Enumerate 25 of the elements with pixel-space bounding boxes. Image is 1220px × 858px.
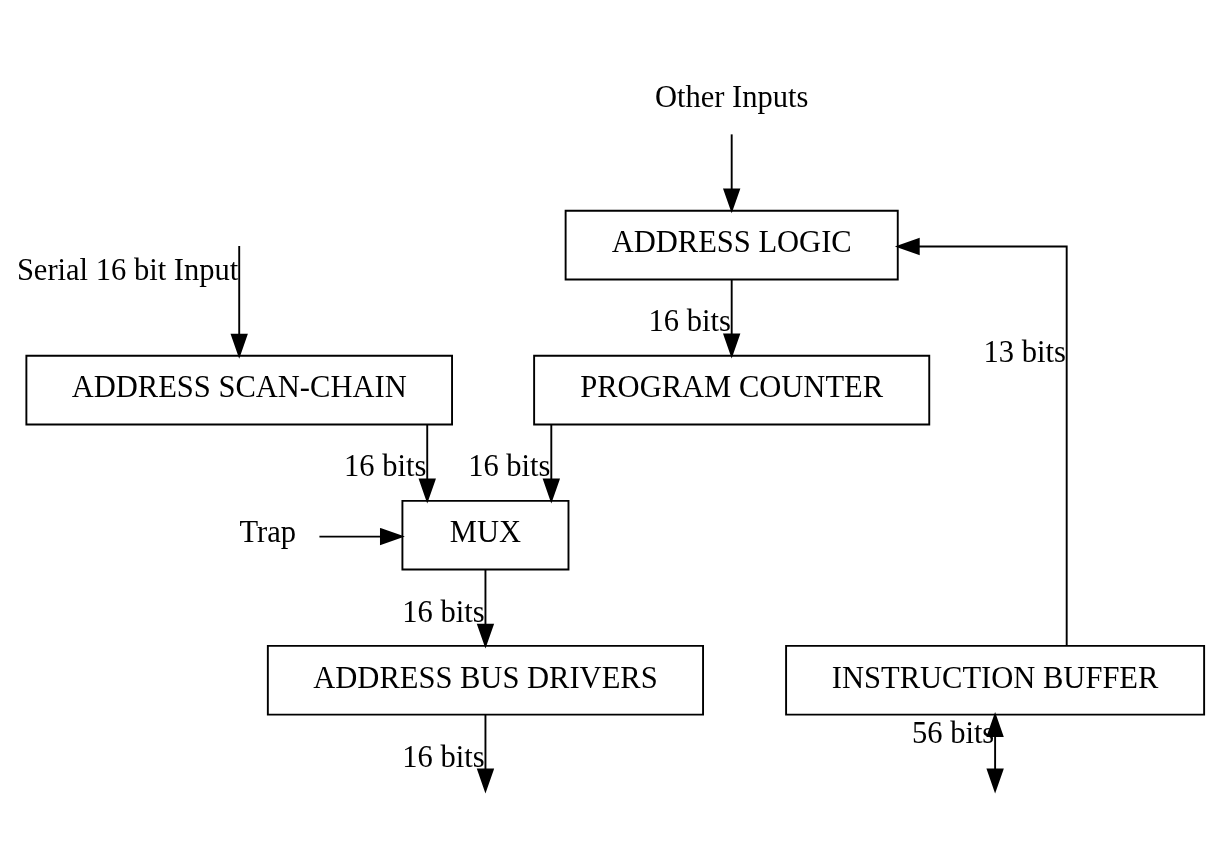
node-box: ADDRESS BUS DRIVERS — [266, 644, 704, 716]
arrow — [894, 237, 1068, 647]
arrow — [542, 423, 560, 504]
arrow — [723, 133, 741, 214]
node-box: INSTRUCTION BUFFER — [785, 644, 1206, 716]
arrow — [318, 527, 405, 546]
node-text: Other Inputs — [654, 80, 809, 115]
node-box: PROGRAM COUNTER — [533, 354, 931, 426]
arrow — [230, 245, 248, 359]
node-box: ADDRESS SCAN-CHAIN — [25, 354, 453, 426]
edge-label: 16 bits — [402, 739, 485, 774]
arrow — [418, 423, 436, 504]
arrow — [723, 278, 741, 359]
node-box: MUX — [401, 499, 570, 571]
arrow — [476, 568, 495, 649]
node-text: Trap — [239, 515, 297, 550]
edge-label: Serial 16 bit Input — [16, 253, 239, 288]
edge-label: 16 bits — [468, 449, 551, 484]
edge-label: 16 bits — [648, 304, 731, 339]
edge-label: 16 bits — [344, 449, 427, 484]
edge-label: 16 bits — [402, 594, 485, 629]
node-box: ADDRESS LOGIC — [564, 209, 899, 281]
arrow — [476, 713, 495, 794]
arrow — [986, 712, 1004, 794]
edge-label: 13 bits — [983, 335, 1066, 370]
